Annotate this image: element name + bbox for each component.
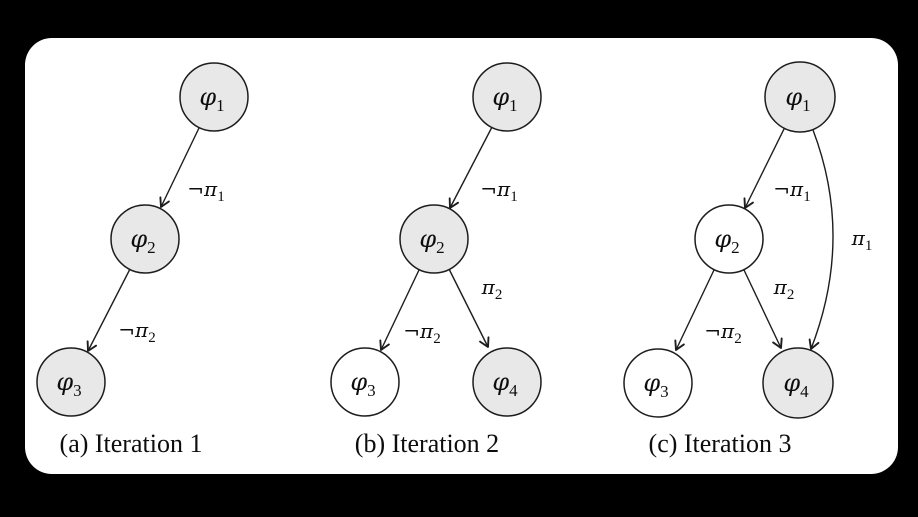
panel-caption: (a) Iteration 1 [60,429,203,458]
edge-phi1-phi2 [159,127,200,208]
edge-phi1-phi4-curved [808,129,834,350]
edge-label: ¬π2 [704,319,741,347]
node-phi3 [623,348,693,418]
node-phi2 [110,204,180,274]
panel-a: ¬π1 ¬π2 φ1 φ2 φ3 (a) Iteration 1 [36,62,249,458]
edge-label: ¬π1 [187,177,224,205]
edge-label: ¬π2 [118,318,155,346]
edge-phi2-phi3 [674,269,715,351]
edge-phi2-phi3 [86,268,131,352]
node-label: φ3 [350,368,375,400]
node-label: φ3 [56,368,81,400]
node-phi2 [399,204,469,274]
panel-caption: (c) Iteration 3 [649,429,792,458]
edge-phi2-phi3 [379,269,420,351]
edge-phi1-phi2 [448,126,493,209]
node-phi1 [764,61,836,133]
node-phi2 [694,204,764,274]
edge-label: π1 [851,226,873,254]
edge-phi1-phi2 [743,126,786,209]
edge-label: ¬π1 [480,177,517,205]
edge-phi2-phi4 [448,268,490,348]
panel-b: ¬π1 ¬π2 π2 φ1 φ2 φ3 φ4 (b) Iteration 2 [330,62,542,458]
edge-label: π2 [773,275,795,303]
node-phi3 [330,347,400,417]
node-label: φ2 [130,225,155,257]
node-label: φ4 [492,368,518,400]
edge-label: ¬π1 [773,177,810,205]
node-label: φ1 [785,83,810,115]
node-phi1 [179,62,249,132]
node-label: φ2 [419,225,444,257]
node-phi4 [472,347,542,417]
node-label: φ1 [492,83,517,115]
node-phi1 [472,62,542,132]
node-phi4 [762,347,834,419]
edge-label: π2 [481,275,503,303]
node-phi3 [36,347,106,417]
panel-c: ¬π1 ¬π2 π2 π1 φ1 φ2 φ3 φ4 (c) Iteration … [623,61,873,458]
panel-caption: (b) Iteration 2 [355,429,499,458]
node-label: φ3 [643,369,668,401]
edge-label: ¬π2 [403,319,440,347]
edge-phi2-phi4 [743,269,783,349]
node-label: φ2 [714,225,739,257]
node-label: φ1 [199,83,224,115]
node-label: φ4 [783,369,809,401]
